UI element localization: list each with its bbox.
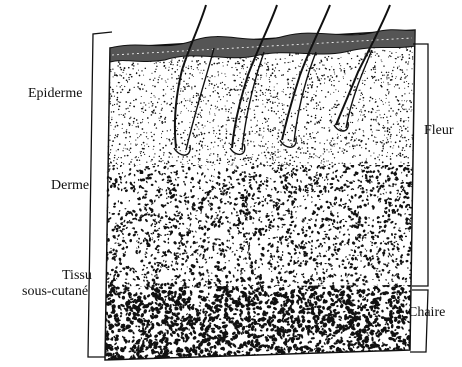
label-tissu-line2: sous-cutané — [22, 284, 88, 299]
label-derme: Derme — [51, 178, 89, 193]
label-fleur: Fleur — [424, 123, 454, 138]
label-tissu-line1: Tissu — [62, 268, 92, 283]
label-chaire: Chaire — [408, 305, 445, 320]
label-epiderme: Epiderme — [28, 86, 82, 101]
